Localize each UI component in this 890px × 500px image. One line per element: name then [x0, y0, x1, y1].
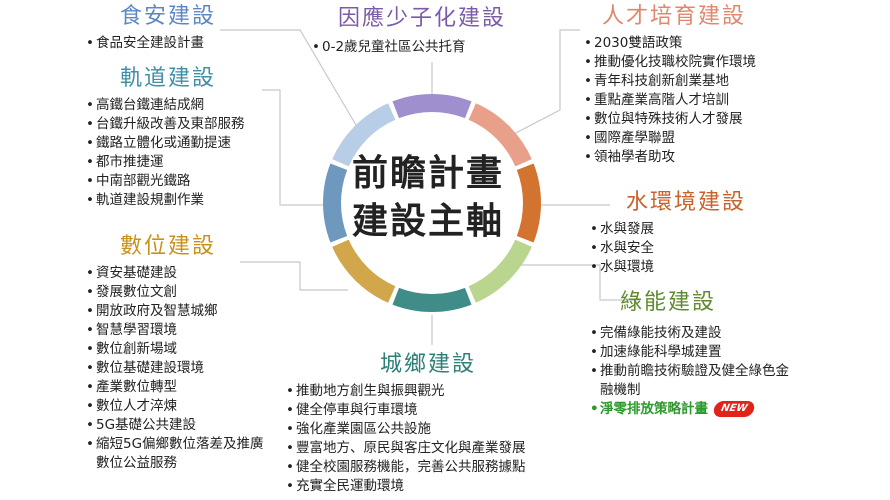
water-list: 水與發展 水與安全 水與環境: [590, 220, 746, 277]
list-item: 數位創新場域: [86, 340, 276, 359]
list-item: 數位與特殊技術人才發展: [584, 110, 756, 129]
section-children: 因應少子化建設 0-2歲兒童社區公共托育: [312, 6, 506, 57]
connector-talent: [511, 29, 580, 136]
new-badge: NEW: [712, 401, 756, 417]
section-title-green: 綠能建設: [620, 290, 717, 315]
section-title-food-safety: 食安建設: [120, 4, 217, 29]
list-item: 重點產業高階人才培訓: [584, 91, 756, 110]
list-item: 產業數位轉型: [86, 378, 276, 397]
list-item: 推動地方創生與振興觀光: [286, 382, 526, 401]
list-item: 推動前瞻技術驗證及健全綠色金融機制: [590, 362, 800, 400]
ring-segment-food: [332, 103, 396, 167]
center-title-line-2: 建設主軸: [351, 201, 504, 242]
center-title: 前瞻計畫 建設主軸: [340, 150, 516, 246]
section-title-water: 水環境建設: [626, 190, 747, 215]
list-item: 加速綠能科學城建置: [590, 343, 800, 362]
talent-list: 2030雙語政策 推動優化技職校院實作環境 青年科技創新創業基地 重點產業高階人…: [584, 34, 756, 167]
section-title-digital: 數位建設: [120, 234, 217, 259]
connector-rail: [262, 89, 332, 206]
section-title-talent: 人才培育建設: [602, 4, 747, 29]
ring-segment-talent: [468, 103, 532, 167]
list-item: 開放政府及智慧城鄉: [86, 302, 276, 321]
section-talent: 人才培育建設 2030雙語政策 推動優化技職校院實作環境 青年科技創新創業基地 …: [584, 4, 756, 167]
highlight-item-text: 淨零排放策略計畫: [600, 401, 708, 417]
section-rail: 軌道建設 高鐵台鐵連結成網 台鐵升級改善及東部服務 鐵路立體化或通勤提速 都市推…: [86, 66, 245, 210]
section-urban: 城鄉建設 推動地方創生與振興觀光 健全停車與行車環境 強化產業園區公共設施 豐富…: [286, 352, 526, 496]
section-digital: 數位建設 資安基礎建設 發展數位文創 開放政府及智慧城鄉 智慧學習環境 數位創新…: [86, 234, 276, 473]
list-item: 台鐵升級改善及東部服務: [86, 115, 245, 134]
ring-segment-digital: [332, 239, 396, 303]
urban-list: 推動地方創生與振興觀光 健全停車與行車環境 強化產業園區公共設施 豐富地方、原民…: [286, 382, 526, 496]
children-list: 0-2歲兒童社區公共托育: [312, 38, 506, 57]
list-item: 青年科技創新創業基地: [584, 72, 756, 91]
ring-segment-water: [516, 163, 541, 243]
rail-list: 高鐵台鐵連結成網 台鐵升級改善及東部服務 鐵路立體化或通勤提速 都市推捷運 中南…: [86, 96, 245, 210]
connector-food: [220, 29, 357, 126]
list-item: 豐富地方、原民與客庄文化與產業發展: [286, 439, 526, 458]
list-item: 健全停車與行車環境: [286, 401, 526, 420]
list-item: 充實全民運動環境: [286, 477, 526, 496]
green-list: 完備綠能技術及建設 加速綠能科學城建置 推動前瞻技術驗證及健全綠色金融機制 淨零…: [590, 324, 800, 419]
list-item: 推動優化技職校院實作環境: [584, 53, 756, 72]
list-item: 完備綠能技術及建設: [590, 324, 800, 343]
list-item: 2030雙語政策: [584, 34, 756, 53]
list-item: 智慧學習環境: [86, 321, 276, 340]
section-title-children: 因應少子化建設: [338, 6, 507, 31]
connector-green: [520, 264, 640, 301]
list-item: 軌道建設規劃作業: [86, 191, 245, 210]
list-item: 5G基礎公共建設: [86, 416, 276, 435]
list-item: 資安基礎建設: [86, 264, 276, 283]
list-item: 國際產學聯盟: [584, 129, 756, 148]
list-item: 健全校園服務機能，完善公共服務據點: [286, 458, 526, 477]
ring-segment-urban: [392, 287, 472, 312]
center-ring: [323, 94, 541, 312]
section-title-urban: 城鄉建設: [380, 352, 477, 377]
digital-list: 資安基礎建設 發展數位文創 開放政府及智慧城鄉 智慧學習環境 數位創新場域 數位…: [86, 264, 276, 473]
list-item: 食品安全建設計畫: [86, 34, 216, 53]
list-item: 鐵路立體化或通勤提速: [86, 134, 245, 153]
list-item: 水與發展: [590, 220, 746, 239]
list-item: 中南部觀光鐵路: [86, 172, 245, 191]
ring-segment-green: [468, 239, 532, 303]
list-item: 數位人才淬煉: [86, 397, 276, 416]
section-food-safety: 食安建設 食品安全建設計畫: [86, 4, 216, 53]
ring-segment-rail: [323, 163, 348, 243]
connector-digital: [240, 261, 348, 291]
food-safety-list: 食品安全建設計畫: [86, 34, 216, 53]
list-item: 水與環境: [590, 258, 746, 277]
list-item: 縮短5G偏鄉數位落差及推廣數位公益服務: [86, 435, 276, 473]
list-item: 強化產業園區公共設施: [286, 420, 526, 439]
list-item: 發展數位文創: [86, 283, 276, 302]
section-water: 水環境建設 水與發展 水與安全 水與環境: [590, 190, 746, 277]
section-green: 綠能建設 完備綠能技術及建設 加速綠能科學城建置 推動前瞻技術驗證及健全綠色金融…: [590, 290, 800, 419]
list-item: 0-2歲兒童社區公共托育: [312, 38, 506, 57]
ring-segment-children: [392, 94, 472, 119]
list-item: 都市推捷運: [86, 153, 245, 172]
section-title-rail: 軌道建設: [120, 66, 217, 91]
list-item: 數位基礎建設環境: [86, 359, 276, 378]
list-item: 領袖學者助攻: [584, 148, 756, 167]
list-item: 水與安全: [590, 239, 746, 258]
list-item: 高鐵台鐵連結成網: [86, 96, 245, 115]
center-title-line-1: 前瞻計畫: [351, 153, 504, 194]
